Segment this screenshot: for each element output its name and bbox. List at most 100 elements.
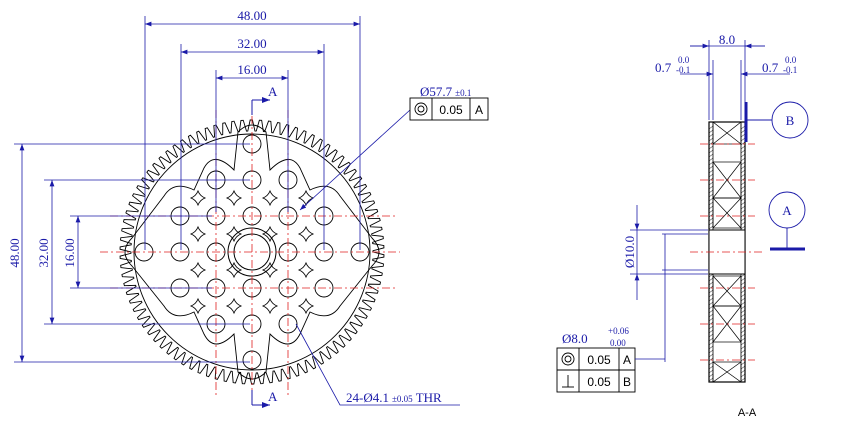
wall-hatch — [708, 377, 714, 382]
diamond-pocket — [189, 225, 207, 243]
wall-hatch — [708, 309, 714, 314]
wall-hatch — [708, 169, 714, 174]
wall-hatch — [708, 137, 714, 142]
wall-hatch — [708, 369, 714, 374]
diamond-pocket — [225, 189, 243, 207]
hatch-cell — [712, 361, 742, 383]
wall-hatch — [708, 205, 714, 210]
wall-hatch — [708, 125, 714, 130]
wall-hatch — [708, 373, 714, 378]
wall-hatch — [740, 213, 746, 218]
wall-hatch — [708, 341, 714, 346]
wall-hatch — [708, 189, 714, 194]
wall-hatch — [708, 345, 714, 350]
wall-hatch — [740, 301, 746, 306]
wall-hatch — [740, 133, 746, 138]
fcf-row2-tolerance: 0.05 — [587, 375, 611, 389]
wall-hatch — [740, 149, 746, 154]
wall-hatch — [708, 365, 714, 370]
wall-hatch — [708, 161, 714, 166]
diamond-pocket — [225, 297, 243, 315]
concentricity-icon — [414, 102, 428, 116]
fcf-section: 0.05 A 0.05 B — [556, 347, 636, 393]
section-view: 8.0 0.7 0.0 -0.1 0.7 0.0 -0.1 B A Ø10.0 — [556, 32, 809, 419]
wall-hatch — [708, 153, 714, 158]
wall-hatch — [708, 281, 714, 286]
fcf-row2-datum: B — [623, 375, 631, 389]
datum-a-label: A — [782, 203, 792, 218]
diamond-pocket — [189, 189, 207, 207]
diamond-pocket — [189, 297, 207, 315]
left-face-dim: 0.7 — [655, 60, 672, 75]
wall-hatch — [740, 361, 746, 366]
concentricity-icon — [561, 352, 575, 366]
bore-dimension — [630, 205, 708, 362]
wall-hatch — [740, 325, 746, 330]
wall-hatch — [708, 213, 714, 218]
diamond-pocket — [225, 261, 243, 279]
wall-hatch — [740, 373, 746, 378]
wall-hatch — [740, 329, 746, 334]
wall-hatch — [708, 145, 714, 150]
diamond-pocket — [261, 261, 279, 279]
section-marker-bottom — [251, 390, 270, 408]
hatch-cell — [712, 121, 742, 145]
bore-diameter: Ø10.0 — [622, 236, 637, 268]
wall-hatch — [708, 317, 714, 322]
wall-hatch — [708, 357, 714, 362]
wall-hatch — [708, 221, 714, 226]
wall-hatch — [708, 177, 714, 182]
diamond-pocket — [261, 225, 279, 243]
wall-hatch — [708, 181, 714, 186]
wall-hatch — [708, 325, 714, 330]
vertical-dimensions — [14, 143, 250, 363]
leader-holes — [295, 323, 460, 406]
hatch-cell — [712, 275, 742, 307]
wall-hatch — [740, 357, 746, 362]
section-centerlines — [690, 143, 765, 361]
right-face-lower: -0.1 — [783, 65, 797, 75]
wall-hatch — [708, 197, 714, 202]
wall-hatch — [708, 165, 714, 170]
diamond-pocket — [297, 261, 315, 279]
wall-hatch — [708, 133, 714, 138]
section-label-bottom: A — [268, 389, 278, 404]
wall-hatch — [740, 377, 746, 382]
wall-hatch — [740, 281, 746, 286]
wall-hatch — [708, 293, 714, 298]
fcf-row1-datum: A — [623, 353, 631, 367]
wall-hatch — [740, 277, 746, 282]
wall-hatch — [708, 285, 714, 290]
hatch-box — [712, 361, 742, 383]
hub-diameter: Ø8.0 — [562, 331, 588, 346]
wall-hatch — [740, 197, 746, 202]
wall-hatch — [740, 293, 746, 298]
wall-hatch — [708, 209, 714, 214]
dim-48-horizontal: 48.00 — [237, 8, 266, 23]
wall-hatch — [740, 205, 746, 210]
diamond-pocket — [297, 189, 315, 207]
fcf-outer-datum: A — [475, 103, 483, 117]
left-face-upper: 0.0 — [678, 55, 690, 65]
wall-hatch — [708, 361, 714, 366]
wall-hatch — [740, 185, 746, 190]
wall-hatch — [740, 225, 746, 230]
section-view-label: A-A — [738, 407, 757, 419]
wall-hatch — [740, 297, 746, 302]
wall-hatch — [708, 297, 714, 302]
wall-hatch — [740, 321, 746, 326]
right-face-dim: 0.7 — [762, 60, 779, 75]
hub-lower: 0.00 — [610, 338, 626, 348]
wall-hatch — [740, 365, 746, 370]
wall-hatch — [708, 217, 714, 222]
diamond-pocket — [225, 225, 243, 243]
section-top-dimensions — [680, 40, 790, 120]
wall-hatch — [740, 285, 746, 290]
datum-b-label: B — [786, 113, 795, 128]
wall-hatch — [708, 277, 714, 282]
wall-hatch — [740, 189, 746, 194]
wall-hatch — [740, 177, 746, 182]
wall-hatch — [740, 333, 746, 338]
